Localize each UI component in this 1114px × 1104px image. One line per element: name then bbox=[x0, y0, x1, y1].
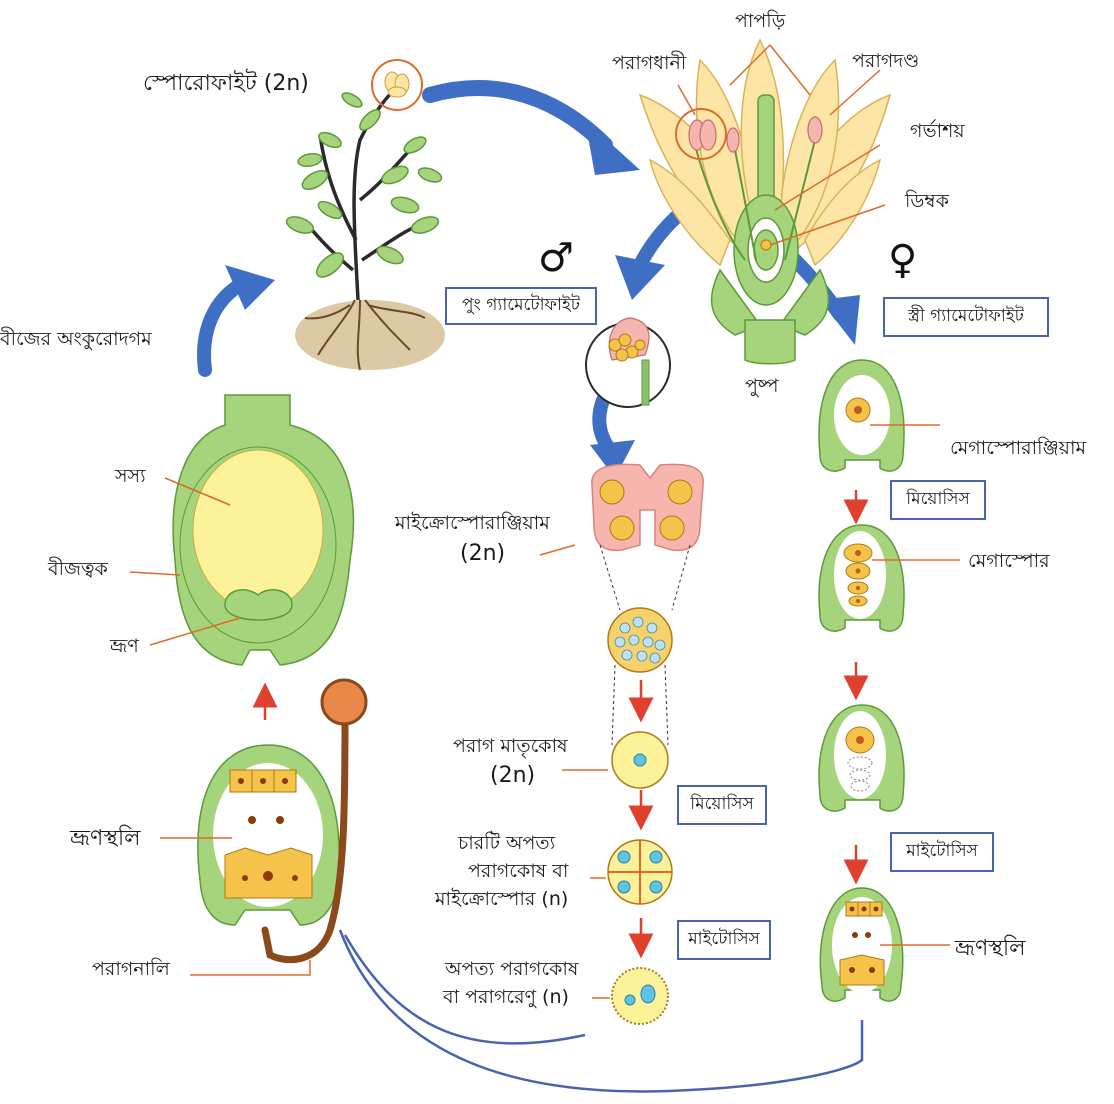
megaspore-stage bbox=[819, 525, 960, 631]
male-symbol-icon: ♂ bbox=[538, 238, 574, 278]
line-femaleembryosac-to-seed bbox=[340, 930, 862, 1091]
label-microsporangium-1: মাইক্রোস্পোরাঞ্জিয়াম bbox=[395, 512, 550, 536]
microsporangium bbox=[540, 464, 703, 610]
label-anther: পরাগধানী bbox=[612, 52, 686, 76]
fertilization-lines bbox=[340, 930, 862, 1091]
label-embryo-sac-right: ভ্রূণস্থলি bbox=[955, 935, 1026, 963]
left-embryo-sac bbox=[160, 680, 366, 975]
pollen-germination-inset bbox=[586, 318, 670, 407]
pollen-mother-cell bbox=[562, 732, 668, 788]
label-seed-coat: বীজত্বক bbox=[48, 558, 108, 582]
pollen-grain-on-tube bbox=[322, 680, 366, 724]
arrow-germination bbox=[204, 285, 240, 370]
label-petals: পাপড়ি bbox=[735, 10, 785, 34]
box-mitosis-right: মাইটোসিস bbox=[890, 832, 994, 872]
functional-megaspore-stage bbox=[819, 705, 904, 811]
box-male-gametophyte: পুং গ্যামেটোফাইট bbox=[445, 287, 597, 325]
female-symbol-icon: ♀ bbox=[888, 240, 917, 280]
label-pollen-2: বা পরাগরেণু (n) bbox=[443, 986, 569, 1010]
label-pollen-tube: পরাগনালি bbox=[92, 958, 170, 982]
microsporangium-section bbox=[608, 608, 672, 745]
arrow-flower-to-male-head bbox=[615, 255, 665, 300]
label-megasporangium: মেগাস্পোরাঞ্জিয়াম bbox=[950, 437, 1086, 461]
label-tetrad-2: পরাগকোষ বা bbox=[468, 860, 568, 884]
label-pollen-mother-cell-1: পরাগ মাতৃকোষ bbox=[453, 735, 568, 759]
megasporangium bbox=[819, 360, 940, 471]
seed bbox=[130, 395, 353, 665]
label-ovary: গর্ভাশয় bbox=[910, 120, 965, 144]
arrow-plant-to-flower bbox=[430, 88, 605, 145]
label-flower: পুষ্প bbox=[745, 375, 779, 399]
label-embryo-sac-left: ভ্রূণস্থলি bbox=[70, 825, 141, 853]
box-meiosis-right: মিয়োসিস bbox=[890, 480, 986, 520]
label-sporophyte: স্পোরোফাইট (2n) bbox=[143, 70, 309, 98]
box-meiosis-middle: মিয়োসিস bbox=[677, 785, 767, 825]
box-mitosis-middle: মাইটোসিস bbox=[677, 920, 771, 960]
tetrad bbox=[590, 840, 672, 904]
label-pollen-1: অপত্য পরাগকোষ bbox=[445, 958, 578, 982]
label-pollen-mother-cell-2: (2n) bbox=[490, 762, 535, 790]
label-tetrad-1: চারটি অপত্য bbox=[458, 832, 555, 856]
leaves bbox=[284, 90, 443, 281]
small-flower bbox=[385, 72, 409, 97]
label-tetrad-3: মাইক্রোস্পোর (n) bbox=[435, 888, 568, 912]
label-filament: পরাগদণ্ড bbox=[852, 50, 919, 74]
label-megaspore: মেগাস্পোর bbox=[968, 550, 1050, 574]
female-embryo-sac bbox=[820, 888, 950, 1001]
label-microsporangium-2: (2n) bbox=[460, 540, 505, 568]
label-endosperm: সস্য bbox=[115, 465, 146, 489]
label-seed-germination: বীজের অংকুরোদগম bbox=[0, 328, 152, 352]
arrow-plant-to-flower-head bbox=[585, 120, 640, 175]
label-embryo: ভ্রূণ bbox=[110, 635, 139, 659]
sporophyte-plant bbox=[284, 60, 445, 370]
label-ovule: ডিম্বক bbox=[905, 190, 949, 214]
box-female-gametophyte: স্ত্রী গ্যামেটোফাইট bbox=[883, 297, 1049, 337]
soil bbox=[295, 300, 445, 370]
pollen-grain bbox=[592, 968, 668, 1024]
